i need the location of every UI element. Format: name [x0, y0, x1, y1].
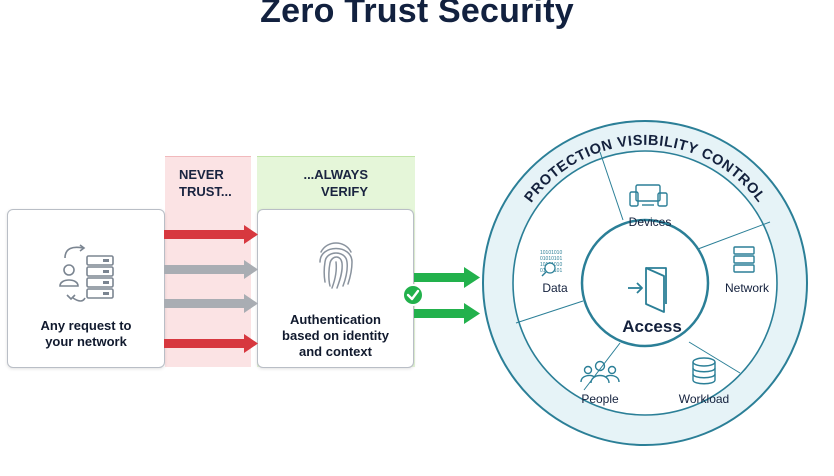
- database-icon: [692, 357, 716, 385]
- svg-text:01010101: 01010101: [540, 256, 562, 262]
- request-line-1: Any request to: [40, 318, 132, 333]
- checkmark-icon: [402, 284, 424, 306]
- access-ring-diagram: PROTECTION VISIBILITY CONTROL Access Dev…: [482, 120, 808, 446]
- auth-line-3: and context: [299, 344, 372, 359]
- never-trust-band: [165, 156, 251, 367]
- segment-label: Network: [725, 281, 770, 295]
- green-arrow-1: [414, 267, 480, 288]
- binary-data-icon: 10101010 01010101 10101010 01010101: [540, 250, 562, 277]
- green-arrow-2: [414, 303, 480, 324]
- grey-arrow-1: [164, 260, 258, 279]
- door-enter-icon: [628, 267, 667, 313]
- page-title: Zero Trust Security: [260, 0, 574, 30]
- request-line-2: your network: [45, 334, 127, 349]
- authentication-box: Authentication based on identity and con…: [257, 209, 414, 368]
- segment-label: People: [581, 392, 619, 406]
- people-icon: [580, 360, 620, 384]
- request-text: Any request to your network: [8, 318, 164, 350]
- devices-icon: [629, 184, 668, 207]
- access-hub: [580, 218, 710, 348]
- svg-text:10101010: 10101010: [540, 250, 562, 256]
- never-label-line-2: TRUST...: [179, 184, 232, 199]
- server-icon: [733, 246, 755, 273]
- segment-label: Data: [542, 281, 568, 295]
- segment-label: Devices: [629, 215, 672, 229]
- red-arrow-1: [164, 225, 258, 244]
- user-server-icon: [59, 244, 114, 302]
- verified-arrows: [402, 267, 480, 324]
- segment-label: Workload: [679, 392, 729, 406]
- always-label-line-1: ...ALWAYS: [303, 167, 368, 182]
- auth-line-1: Authentication: [290, 312, 381, 327]
- authentication-text: Authentication based on identity and con…: [258, 312, 413, 360]
- request-arrows: [164, 225, 258, 353]
- always-verify-label: ...ALWAYS VERIFY: [296, 166, 368, 200]
- never-label-line-1: NEVER: [179, 167, 224, 182]
- fingerprint-icon: [319, 242, 353, 289]
- auth-line-2: based on identity: [282, 328, 389, 343]
- red-arrow-2: [164, 334, 258, 353]
- access-label: Access: [622, 317, 682, 336]
- request-box: Any request to your network: [7, 209, 165, 368]
- never-trust-label: NEVER TRUST...: [179, 166, 232, 200]
- grey-arrow-2: [164, 294, 258, 313]
- always-label-line-2: VERIFY: [321, 184, 368, 199]
